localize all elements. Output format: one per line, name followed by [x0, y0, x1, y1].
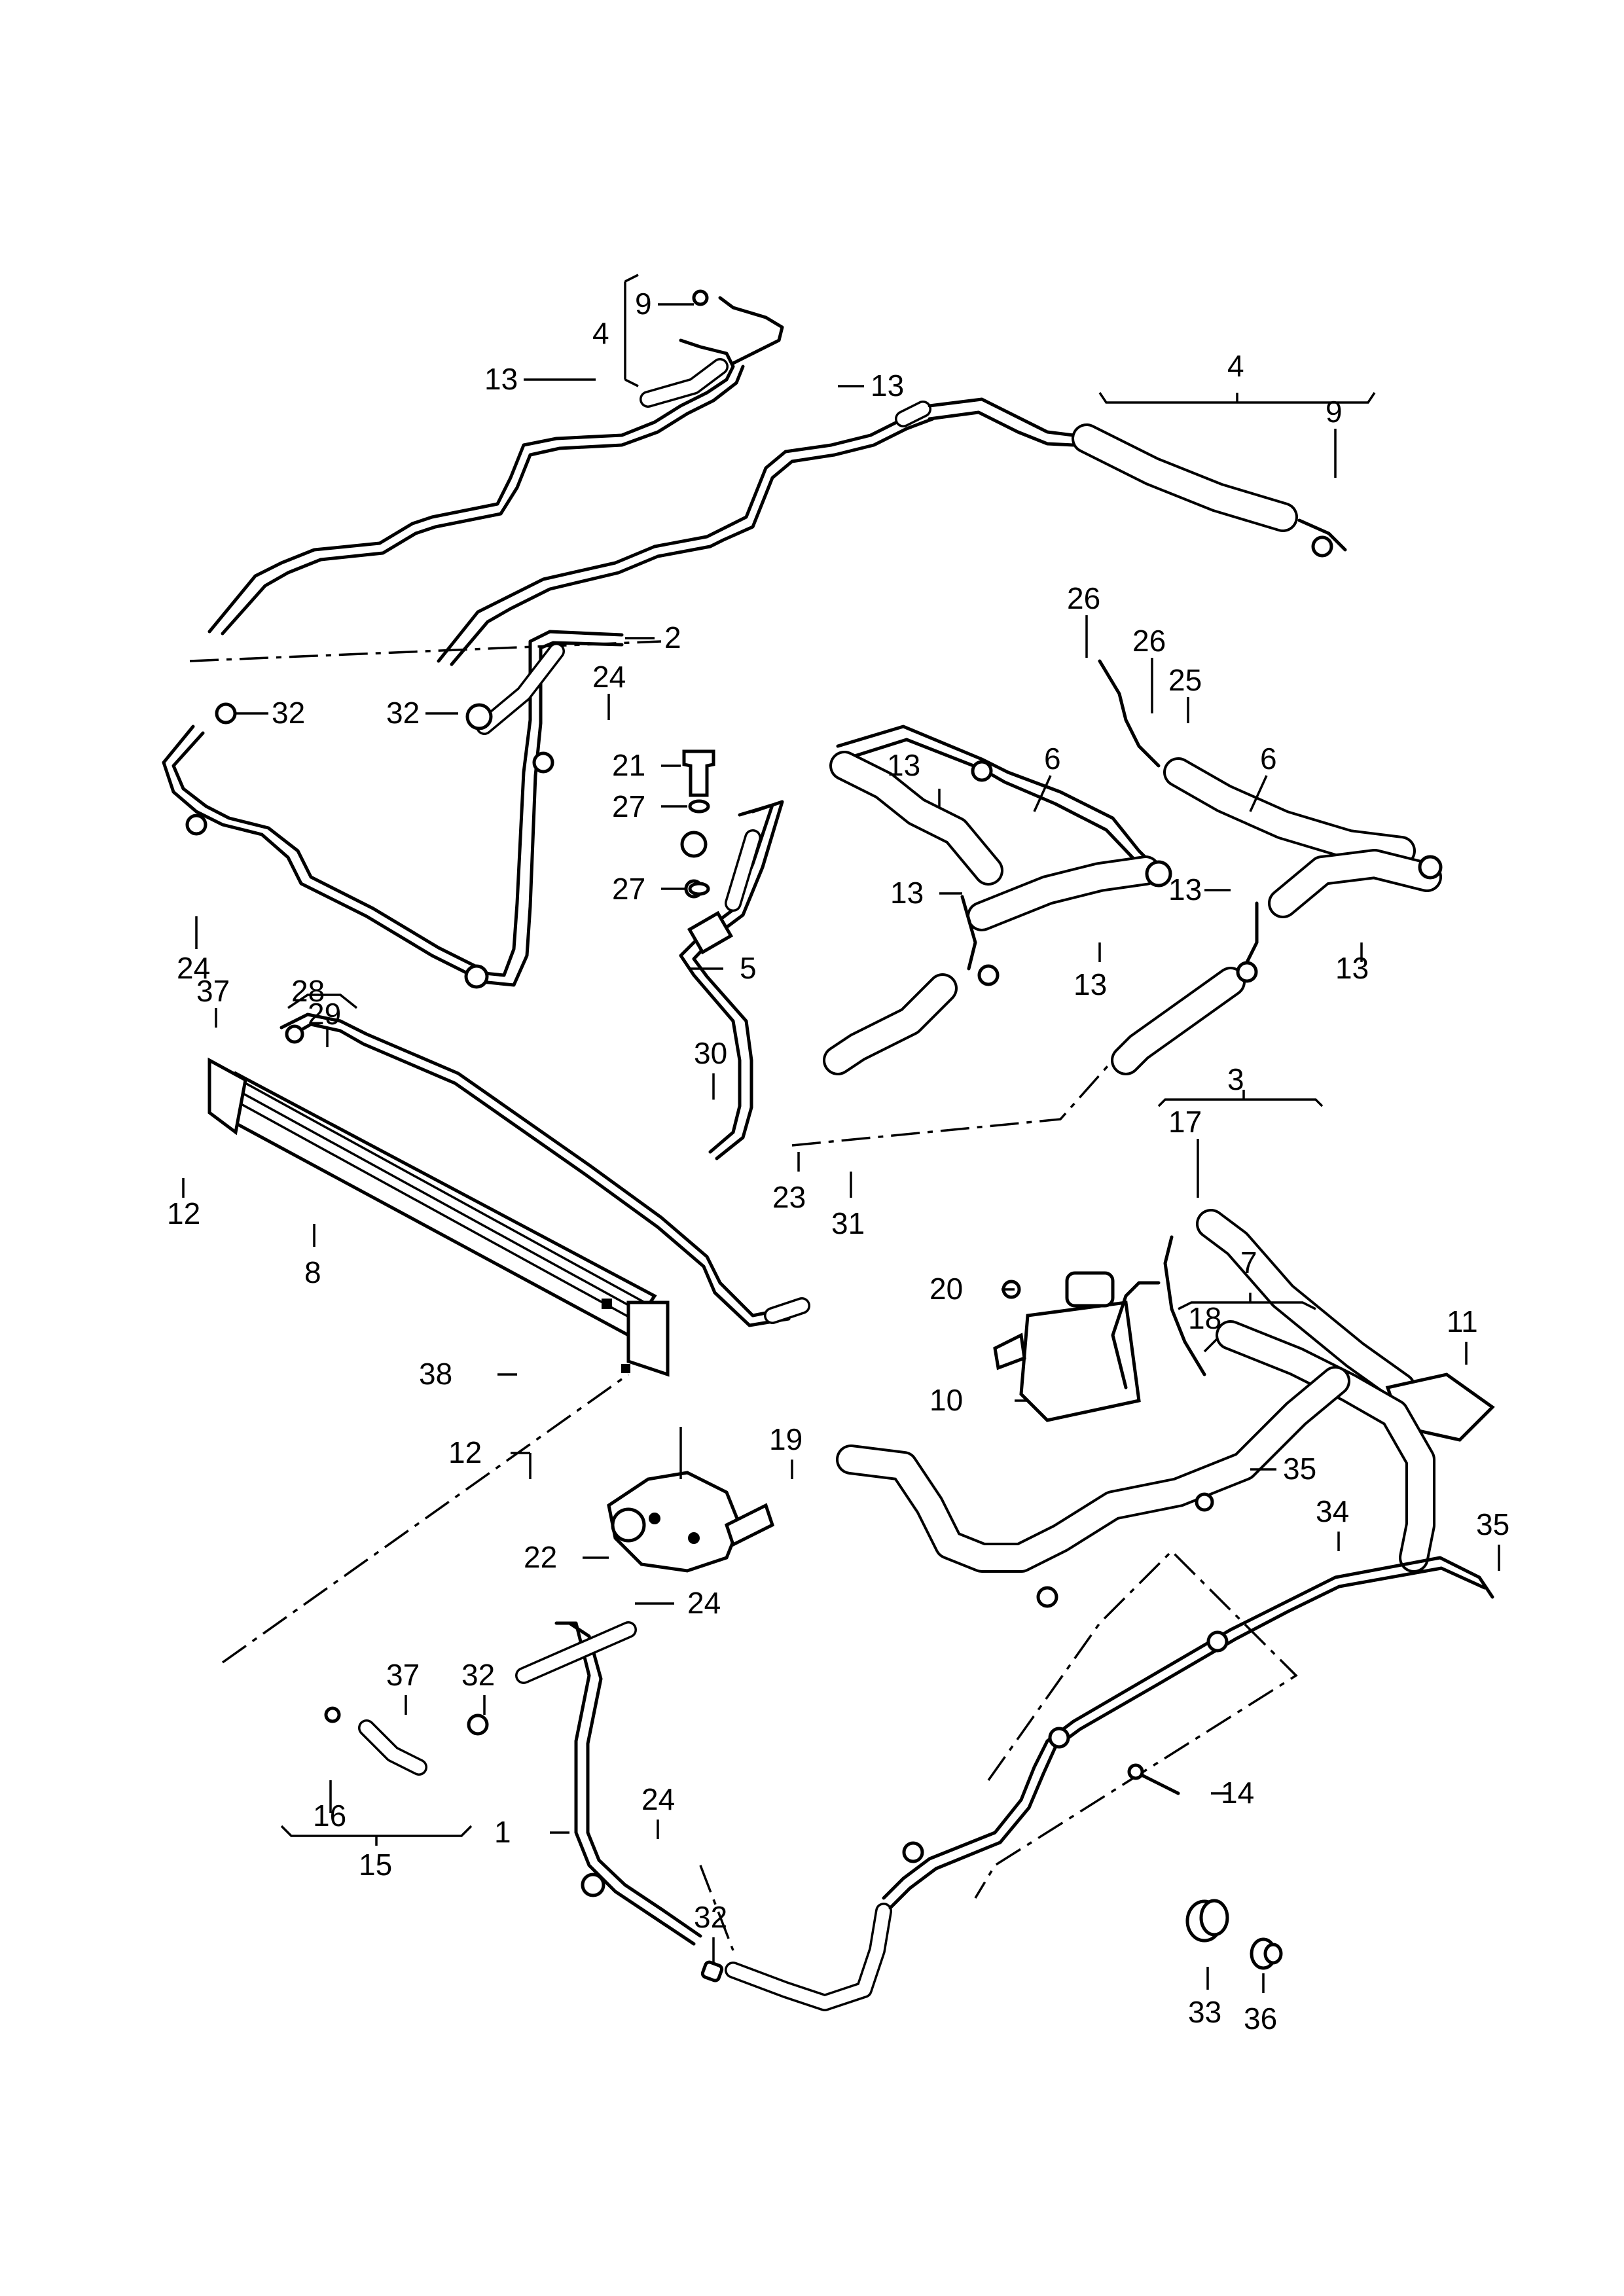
oil-cooler-8[interactable] — [208, 1057, 670, 1377]
callout-24: 24 — [592, 660, 626, 694]
callout-5: 5 — [740, 951, 757, 985]
callout-8: 8 — [304, 1255, 321, 1289]
callout-9: 9 — [1326, 395, 1343, 429]
callout-6: 6 — [1044, 742, 1061, 776]
callout-13: 13 — [1074, 967, 1107, 1001]
callout-13: 13 — [871, 368, 904, 403]
callout-27: 27 — [612, 789, 645, 823]
callout-37: 37 — [386, 1658, 420, 1692]
callout-7: 7 — [1240, 1246, 1257, 1280]
callout-19: 19 — [769, 1422, 803, 1456]
dimension-lines-top — [189, 274, 1376, 662]
callout-13: 13 — [890, 876, 924, 910]
callout-18: 18 — [1188, 1301, 1221, 1335]
pressure-line-4-left[interactable] — [208, 289, 784, 636]
callout-15: 15 — [359, 1848, 392, 1882]
pressure-line-4-right[interactable] — [437, 397, 1347, 666]
callout-12: 12 — [448, 1435, 482, 1469]
return-line-28[interactable] — [280, 1013, 810, 1327]
callout-35: 35 — [1283, 1452, 1316, 1486]
callout-22: 22 — [524, 1540, 557, 1574]
callout-10: 10 — [929, 1383, 963, 1417]
expansion-hose-6-right[interactable] — [1098, 659, 1443, 1075]
callout-leaders — [182, 303, 1500, 1993]
callout-31: 31 — [831, 1206, 865, 1240]
expansion-hose-6-left[interactable] — [791, 725, 1172, 1147]
callout-26: 26 — [1132, 624, 1166, 658]
bolt-14[interactable] — [1127, 1763, 1180, 1795]
return-line-1[interactable] — [221, 1373, 1494, 2011]
separator-tube-32[interactable] — [700, 1960, 724, 1982]
hose-15[interactable] — [324, 1706, 489, 1776]
callout-21: 21 — [612, 748, 645, 782]
power-steering-pump-22[interactable] — [607, 1427, 775, 1573]
callout-32: 32 — [461, 1658, 495, 1692]
callout-2: 2 — [664, 620, 681, 655]
callout-32: 32 — [386, 696, 420, 730]
callout-12: 12 — [167, 1196, 200, 1230]
callout-14: 14 — [1221, 1776, 1254, 1810]
callout-17: 17 — [1168, 1105, 1202, 1139]
callout-13: 13 — [484, 362, 518, 396]
feed-line-5[interactable] — [679, 800, 784, 1160]
callout-29: 29 — [308, 997, 341, 1031]
callout-4: 4 — [592, 316, 609, 350]
callout-1: 1 — [494, 1815, 511, 1849]
grommet-33[interactable] — [1185, 1899, 1229, 1943]
callout-30: 30 — [694, 1036, 727, 1070]
callout-24: 24 — [687, 1586, 721, 1620]
callout-38: 38 — [419, 1357, 452, 1391]
callout-32: 32 — [694, 1900, 727, 1934]
callout-37: 37 — [196, 974, 230, 1008]
callout-4: 4 — [1227, 349, 1244, 383]
callout-28: 28 — [291, 974, 325, 1008]
callout-13: 13 — [1335, 951, 1369, 985]
callout-25: 25 — [1168, 663, 1202, 697]
callout-27: 27 — [612, 872, 645, 906]
callout-13: 13 — [887, 748, 920, 782]
callout-35: 35 — [1476, 1507, 1509, 1541]
return-hose-7[interactable] — [836, 1320, 1435, 1608]
callout-23: 23 — [772, 1180, 806, 1214]
return-line-2[interactable] — [162, 630, 624, 989]
fluid-reservoir-10[interactable] — [993, 1271, 1161, 1422]
callout-24: 24 — [177, 951, 210, 985]
cap-36[interactable] — [1250, 1937, 1283, 1970]
callout-20: 20 — [929, 1272, 963, 1306]
callout-32: 32 — [272, 696, 305, 730]
callout-11: 11 — [1447, 1304, 1478, 1338]
callout-33: 33 — [1188, 1995, 1221, 2029]
callout-13: 13 — [1168, 872, 1202, 906]
callout-3: 3 — [1227, 1062, 1244, 1096]
callout-labels: 9 4 13 13 4 9 2 26 26 25 32 32 24 21 27 … — [167, 287, 1509, 2036]
callout-36: 36 — [1244, 2001, 1277, 2036]
callout-26: 26 — [1067, 581, 1100, 615]
callout-6: 6 — [1260, 742, 1277, 776]
banjo-bolt-21[interactable] — [682, 749, 715, 797]
seal-ring-27[interactable] — [688, 799, 710, 896]
callout-24: 24 — [641, 1782, 675, 1816]
callout-16: 16 — [313, 1799, 346, 1833]
callout-9: 9 — [635, 287, 652, 321]
callout-34: 34 — [1316, 1494, 1349, 1528]
